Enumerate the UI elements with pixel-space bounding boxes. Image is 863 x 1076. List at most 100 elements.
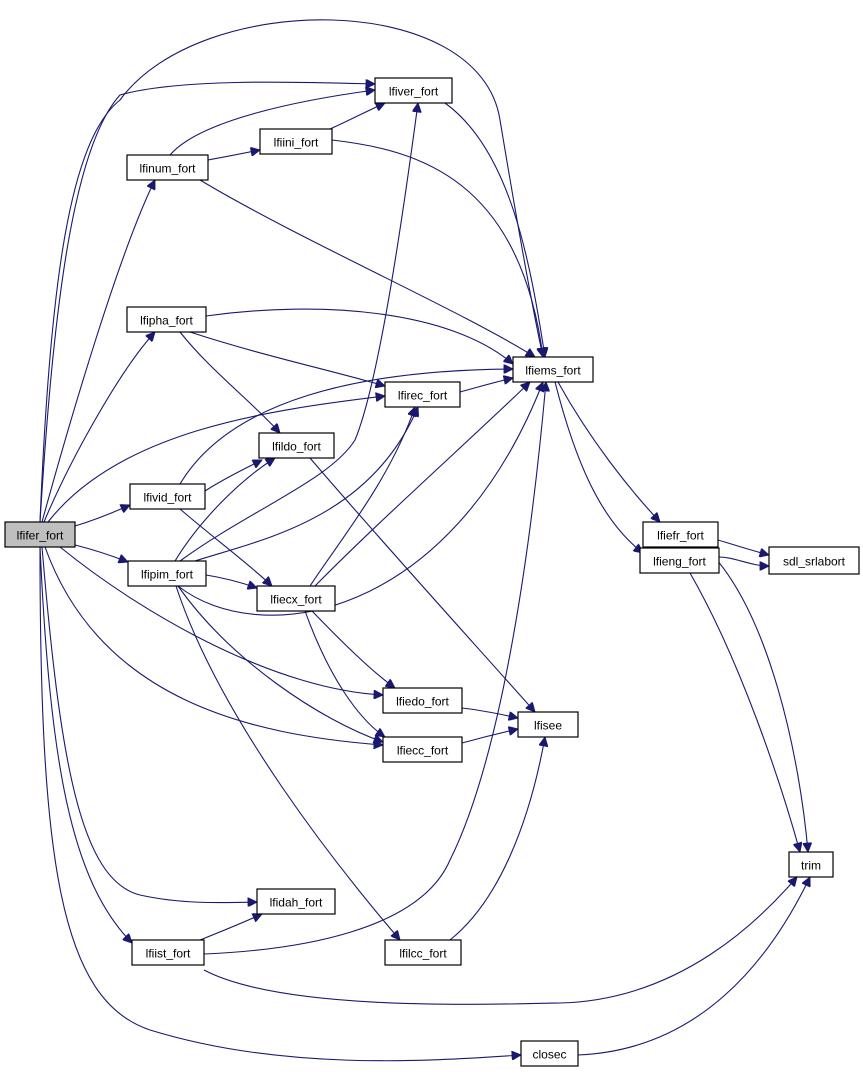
edge-lfiecx_fort-to-lfiecc_fort bbox=[304, 610, 385, 737]
node-sdl-srlabort[interactable]: sdl_srlabort bbox=[768, 546, 860, 575]
node-box[interactable] bbox=[256, 585, 336, 612]
edge-lfifer_fort-to-lfinum_fort bbox=[41, 180, 156, 523]
edge-lfiefr_fort-to-trim bbox=[704, 546, 808, 852]
edge-lfiini_fort-to-lfiver_fort bbox=[329, 103, 385, 130]
edge-lfiver_fort-to-lfiems_fort bbox=[444, 102, 545, 357]
edges-layer bbox=[39, 19, 810, 1062]
node-trim[interactable]: trim bbox=[788, 851, 834, 878]
edge-lfiems_fort-to-lfiefr_fort bbox=[557, 381, 660, 522]
node-lfieng-fort[interactable]: lfieng_fort bbox=[639, 547, 720, 574]
edge-lfiedo_fort-to-lfisee bbox=[461, 707, 518, 718]
node-box[interactable] bbox=[384, 939, 462, 966]
nodes-layer: lfifer_fort lfiver_fort lfinum_fort lfiini_… bbox=[4, 77, 860, 1067]
node-box[interactable] bbox=[384, 381, 461, 408]
node-label: lfilcc_fort bbox=[399, 947, 447, 961]
node-label: lfiems_fort bbox=[525, 364, 581, 378]
node-lfinum-fort[interactable]: lfinum_fort bbox=[126, 154, 209, 181]
node-label: lfipha_fort bbox=[140, 314, 193, 328]
edge-lfinum_fort-to-lfiems_fort bbox=[199, 179, 535, 357]
node-lfiecc-fort[interactable]: lfiecc_fort bbox=[382, 736, 463, 763]
node-lfiems-fort[interactable]: lfiems_fort bbox=[512, 356, 594, 383]
node-lfipim-fort[interactable]: lfipim_fort bbox=[127, 560, 207, 587]
edge-lfiini_fort-to-lfiems_fort bbox=[331, 139, 543, 357]
edge-lfipha_fort-to-lfirec_fort bbox=[189, 331, 385, 386]
node-box[interactable] bbox=[382, 736, 463, 763]
edge-lfiefr_fort-to-sdl_srlabort bbox=[717, 539, 769, 555]
node-label: lfidah_fort bbox=[270, 896, 323, 910]
node-label: lfieng_fort bbox=[653, 555, 706, 569]
node-label: lfirec_fort bbox=[398, 389, 448, 403]
node-lfiist-fort[interactable]: lfiist_fort bbox=[131, 939, 205, 966]
node-label: sdl_srlabort bbox=[783, 555, 846, 569]
node-box[interactable] bbox=[4, 521, 76, 548]
edge-lfifer_fort-to-lfiems_fort bbox=[39, 19, 543, 523]
edge-lfiecc_fort-to-lfisee bbox=[461, 729, 518, 744]
node-lfifer-fort[interactable]: lfifer_fort bbox=[4, 521, 76, 548]
edge-lfiist_fort-to-lfiems_fort bbox=[203, 382, 546, 955]
edge-lfipim_fort-to-lfiecc_fort bbox=[177, 585, 383, 742]
edge-lfiecx_fort-to-lfiems_fort bbox=[314, 382, 530, 587]
node-box[interactable] bbox=[374, 77, 453, 104]
edge-lfipim_fort-to-lfildo_fort bbox=[174, 458, 275, 562]
node-box[interactable] bbox=[512, 356, 594, 383]
edge-lfifer_fort-to-lfirec_fort bbox=[47, 396, 385, 523]
node-box[interactable] bbox=[126, 306, 207, 333]
node-box[interactable] bbox=[382, 687, 463, 714]
node-label: closec bbox=[532, 1048, 566, 1062]
node-box[interactable] bbox=[788, 851, 834, 878]
node-box[interactable] bbox=[768, 546, 860, 575]
node-label: lfisee bbox=[534, 719, 562, 733]
node-box[interactable] bbox=[639, 547, 720, 574]
edge-lfiist_fort-to-lfidah_fort bbox=[199, 914, 262, 941]
edge-lfifer_fort-to-lfiver_fort bbox=[39, 82, 375, 523]
edge-lfiecx_fort-to-lfiedo_fort bbox=[311, 610, 395, 688]
node-lfiecx-fort[interactable]: lfiecx_fort bbox=[256, 585, 336, 612]
node-label: lfiini_fort bbox=[274, 136, 319, 150]
node-box[interactable] bbox=[642, 521, 719, 548]
edge-lfipim_fort-to-lfiver_fort bbox=[179, 103, 418, 562]
node-box[interactable] bbox=[126, 154, 209, 181]
node-lfilcc-fort[interactable]: lfilcc_fort bbox=[384, 939, 462, 966]
node-lfisee[interactable]: lfisee bbox=[517, 711, 579, 738]
node-box[interactable] bbox=[259, 128, 333, 155]
node-lfidah-fort[interactable]: lfidah_fort bbox=[256, 888, 336, 915]
node-label: lfinum_fort bbox=[139, 162, 196, 176]
node-lfiver-fort[interactable]: lfiver_fort bbox=[374, 77, 453, 104]
edge-lfilcc_fort-to-lfisee bbox=[449, 737, 545, 941]
node-label: lfiecc_fort bbox=[397, 744, 449, 758]
node-lfiefr-fort[interactable]: lfiefr_fort bbox=[642, 521, 719, 548]
node-box[interactable] bbox=[256, 888, 336, 915]
edge-lfifer_fort-to-lfipim_fort bbox=[74, 544, 128, 562]
edge-lfipim_fort-to-lfirec_fort bbox=[194, 407, 418, 562]
edge-lfieng_fort-to-sdl_srlabort bbox=[718, 556, 769, 566]
node-label: lfifer_fort bbox=[17, 529, 64, 543]
node-lfiini-fort[interactable]: lfiini_fort bbox=[259, 128, 333, 155]
edge-lfieng_fort-to-trim bbox=[689, 572, 800, 852]
node-lfildo-fort[interactable]: lfildo_fort bbox=[258, 432, 335, 459]
node-label: lfiefr_fort bbox=[657, 529, 704, 543]
edge-closec-to-trim bbox=[577, 877, 810, 1056]
node-closec[interactable]: closec bbox=[520, 1040, 579, 1067]
node-box[interactable] bbox=[258, 432, 335, 459]
edge-lfifer_fort-to-lfiecc_fort bbox=[44, 546, 383, 745]
node-box[interactable] bbox=[517, 711, 579, 738]
node-box[interactable] bbox=[127, 560, 207, 587]
node-label: lfiecx_fort bbox=[270, 593, 322, 607]
edge-lfipim_fort-to-lfiecx_fort bbox=[205, 574, 257, 588]
edge-lfiems_fort-to-lfieng_fort bbox=[554, 381, 643, 553]
node-lfirec-fort[interactable]: lfirec_fort bbox=[384, 381, 461, 408]
edge-lfifer_fort-to-lfivid_fort bbox=[74, 505, 130, 527]
edge-lfiist_fort-to-trim bbox=[203, 877, 797, 1005]
node-lfiedo-fort[interactable]: lfiedo_fort bbox=[382, 687, 463, 714]
edge-lfifer_fort-to-lfidah_fort bbox=[41, 546, 257, 903]
node-lfipha-fort[interactable]: lfipha_fort bbox=[126, 306, 207, 333]
edge-lfipha_fort-to-lfildo_fort bbox=[179, 331, 280, 433]
edge-lfipim_fort-to-lfilcc_fort bbox=[175, 585, 400, 940]
node-box[interactable] bbox=[131, 939, 205, 966]
node-lfivid-fort[interactable]: lfivid_fort bbox=[129, 483, 206, 510]
node-box[interactable] bbox=[129, 483, 206, 510]
edge-lfivid_fort-to-lfiems_fort bbox=[179, 369, 513, 485]
edge-lfivid_fort-to-lfildo_fort bbox=[204, 459, 262, 492]
node-box[interactable] bbox=[520, 1040, 579, 1067]
